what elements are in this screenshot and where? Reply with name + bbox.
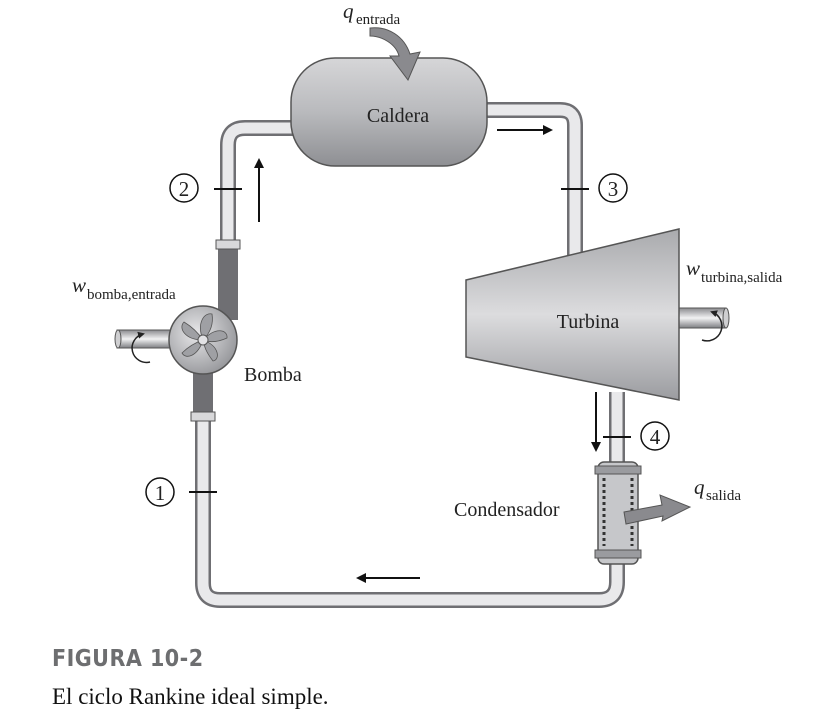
w-turb-base: w xyxy=(686,256,700,280)
heat-out-arrow xyxy=(623,494,692,525)
q-in-base: q xyxy=(343,0,354,23)
q-out-base: q xyxy=(694,475,705,499)
pipe-loop xyxy=(190,102,625,608)
state-1-label: 1 xyxy=(155,481,166,505)
condenser: Condensador xyxy=(454,461,642,565)
w-turb-sub: turbina,salida xyxy=(701,270,783,286)
boiler-label: Caldera xyxy=(367,105,429,127)
pump-work-label: w bomba,entrada xyxy=(72,273,176,303)
figure-caption: El ciclo Rankine ideal simple. xyxy=(52,684,329,709)
condenser-label: Condensador xyxy=(454,499,560,521)
turbine: Turbina xyxy=(465,228,730,401)
q-in-sub: entrada xyxy=(356,12,400,28)
w-pump-sub: bomba,entrada xyxy=(87,287,176,303)
state-3-label: 3 xyxy=(608,177,619,201)
state-ticks xyxy=(189,188,631,493)
q-out-sub: salida xyxy=(706,488,741,504)
rankine-cycle-diagram: Caldera q entrada Turbina w turbina,sali… xyxy=(72,0,783,608)
boiler: Caldera xyxy=(290,57,488,167)
turbine-label: Turbina xyxy=(557,311,620,333)
w-pump-base: w xyxy=(72,273,86,297)
state-2-label: 2 xyxy=(179,177,190,201)
state-2: 2 xyxy=(169,173,199,203)
pump-label: Bomba xyxy=(244,364,302,386)
state-4: 4 xyxy=(640,421,670,451)
pump: Bomba xyxy=(114,305,302,386)
figure-number: FIGURA 10-2 xyxy=(52,646,204,672)
heat-in-label: q entrada xyxy=(343,0,400,28)
state-1: 1 xyxy=(145,477,175,507)
flow-arrows xyxy=(254,125,601,583)
state-3: 3 xyxy=(598,173,628,203)
heat-out-label: q salida xyxy=(694,475,741,504)
state-4-label: 4 xyxy=(650,425,661,449)
heat-in-arrow xyxy=(369,27,421,81)
turbine-work-label: w turbina,salida xyxy=(686,256,783,286)
